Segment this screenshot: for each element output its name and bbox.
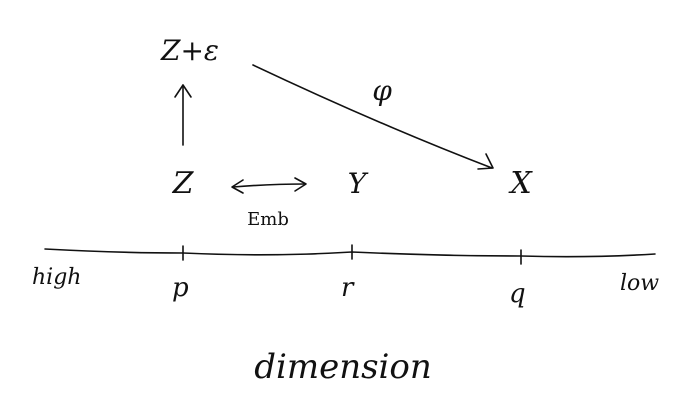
node-y: Y xyxy=(348,167,369,200)
label-emb: Emb xyxy=(247,209,289,230)
label-phi: φ xyxy=(372,74,392,107)
arrow-z-to-z-plus-epsilon xyxy=(174,84,192,146)
tick-label-q: q xyxy=(509,279,526,309)
axis-label-low: low xyxy=(620,271,659,296)
node-x: X xyxy=(508,166,533,201)
node-z-plus-epsilon: Z+ε xyxy=(160,34,219,67)
tick-label-r: r xyxy=(341,273,355,303)
axis-label-high: high xyxy=(32,265,81,290)
arrow-phi xyxy=(252,64,494,170)
node-z: Z xyxy=(172,166,195,201)
double-arrow-emb xyxy=(231,177,307,194)
tick-label-p: p xyxy=(172,273,189,303)
dimension-axis-line xyxy=(44,248,656,258)
axis-title-dimension: dimension xyxy=(254,347,432,387)
